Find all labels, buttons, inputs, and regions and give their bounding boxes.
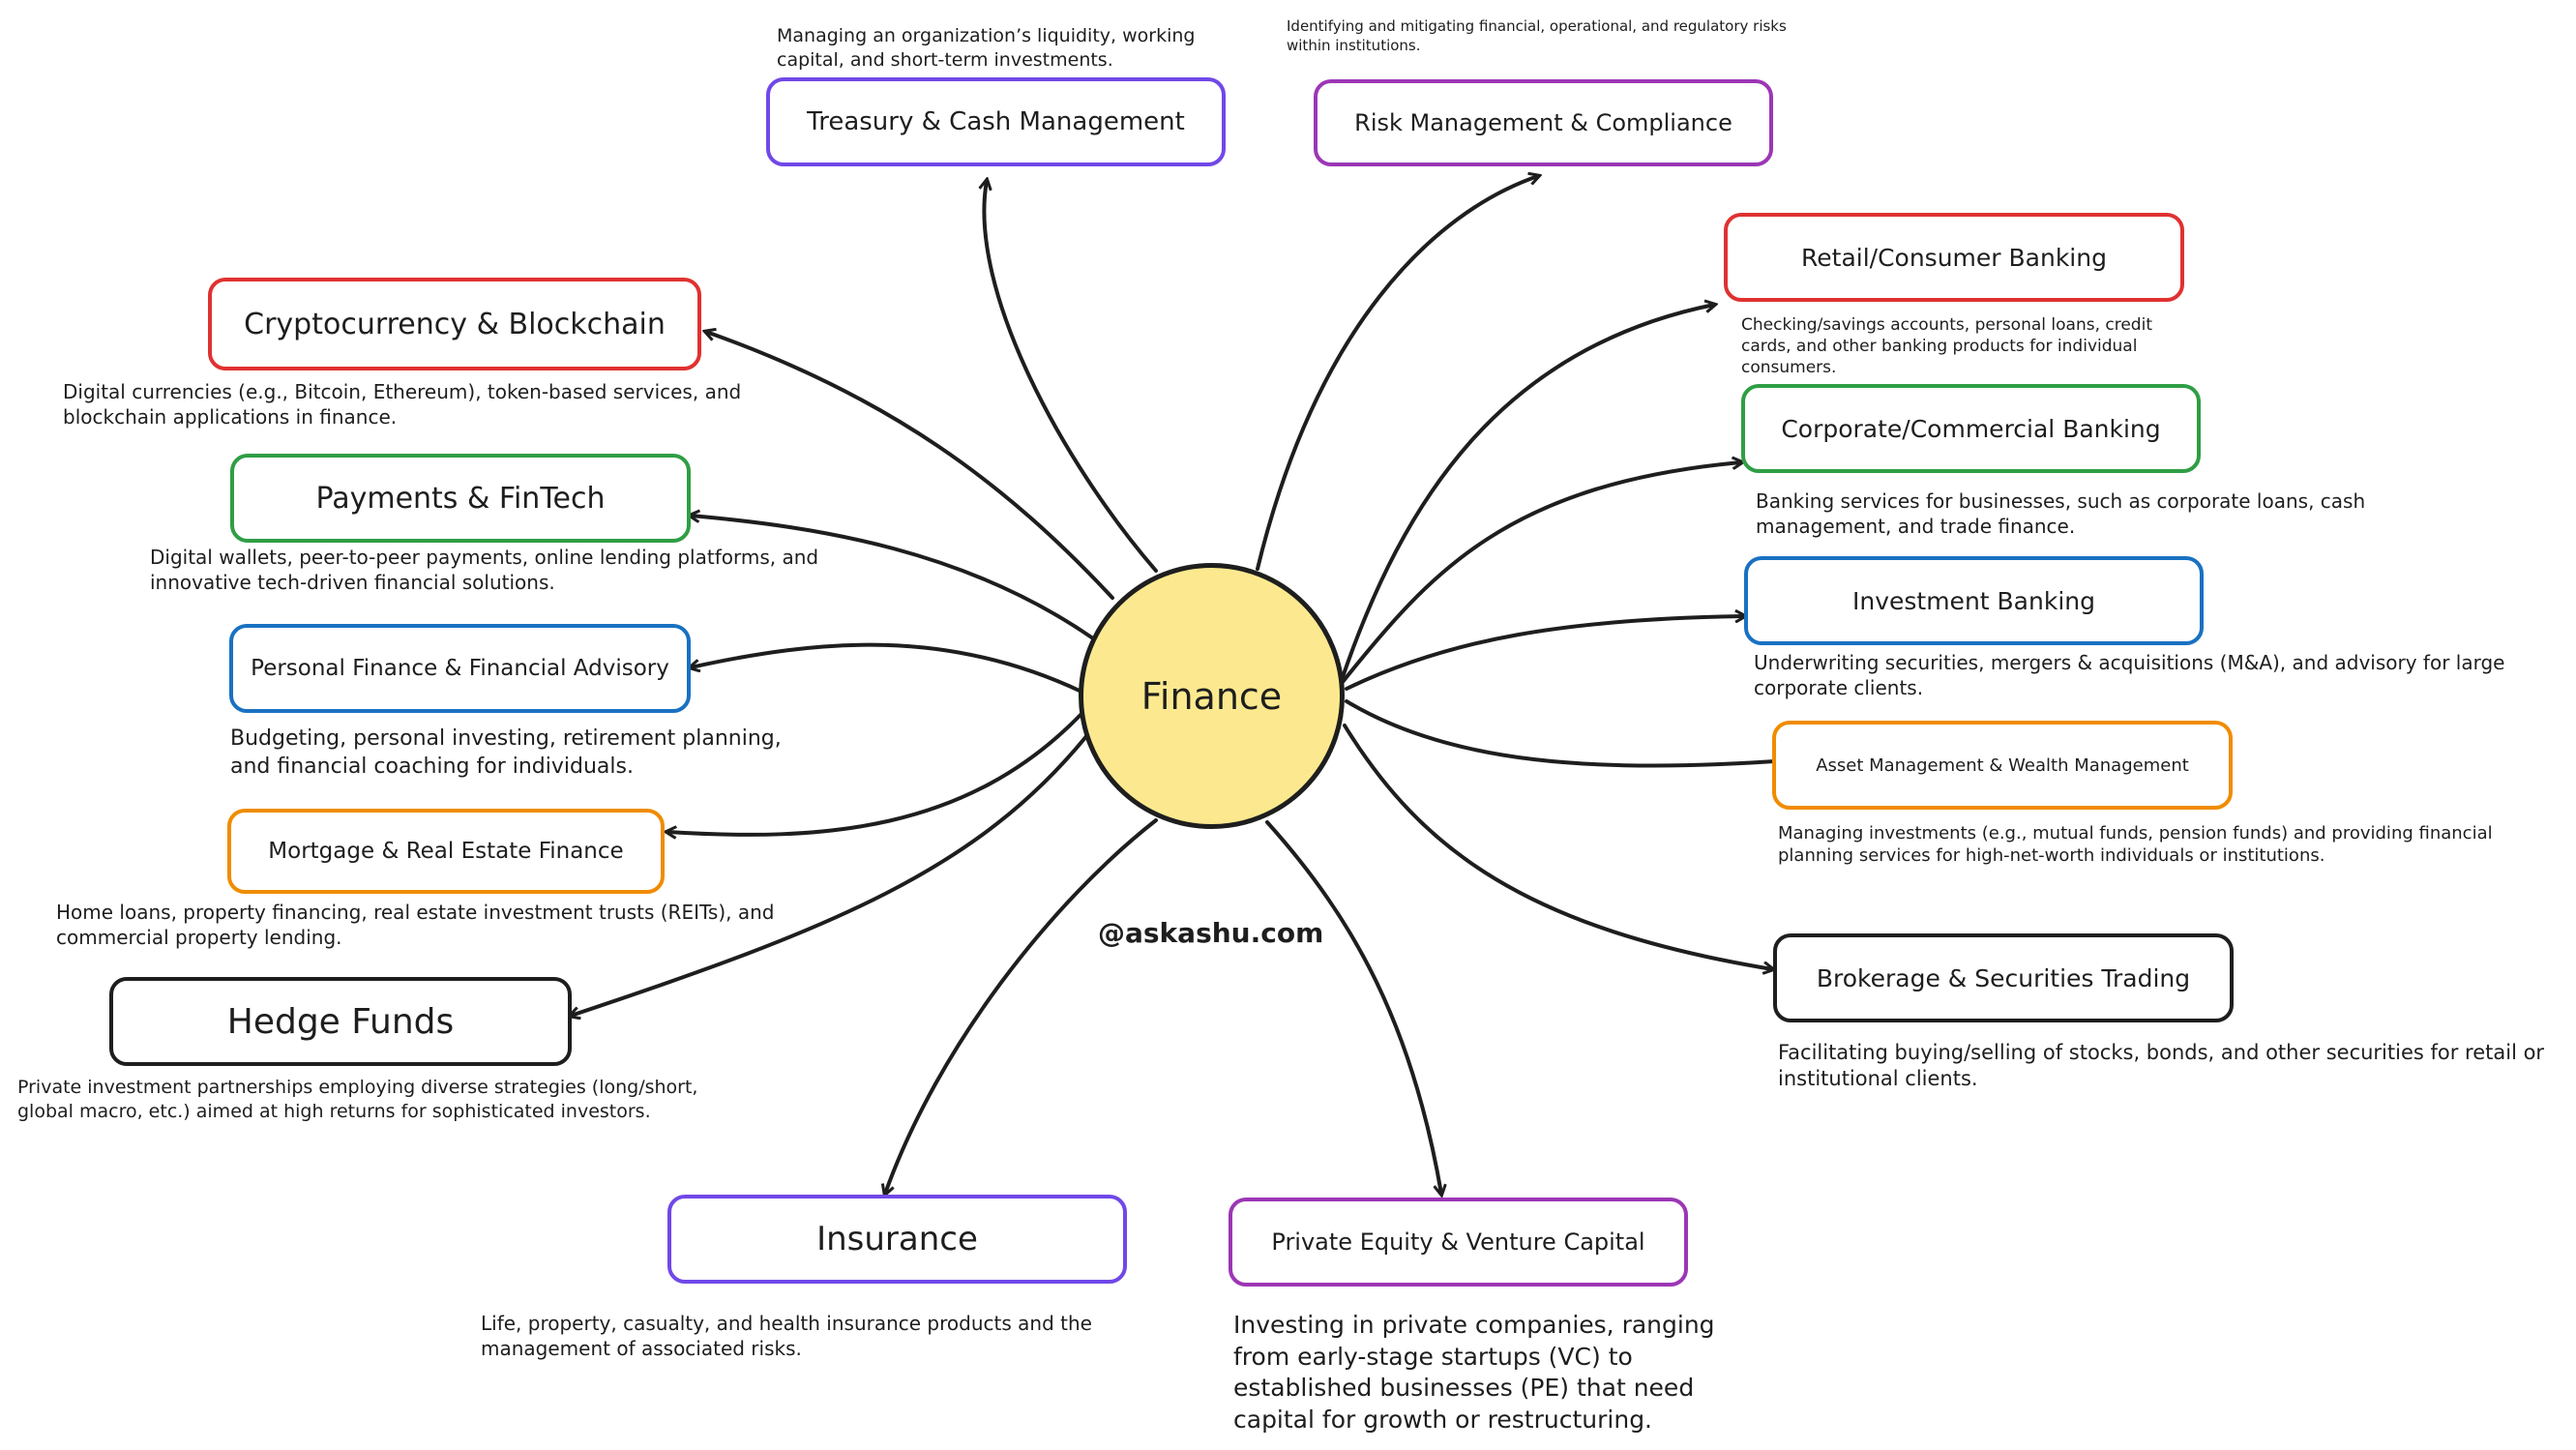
arrow-mortgage xyxy=(667,712,1083,835)
desc-insurance: Life, property, casualty, and health ins… xyxy=(481,1312,1092,1360)
arrow-treasury xyxy=(984,181,1158,573)
arrow-retail xyxy=(1341,305,1714,679)
arrow-pevc xyxy=(1265,820,1441,1194)
arrow-payments xyxy=(691,516,1095,640)
desc-treasury: Managing an organization’s liquidity, wo… xyxy=(777,25,1196,71)
node-corporate: Corporate/Commercial Banking xyxy=(1741,384,2201,473)
desc-investment: Underwriting securities, mergers & acqui… xyxy=(1754,651,2505,699)
desc-brokerage: Facilitating buying/selling of stocks, b… xyxy=(1778,1041,2545,1091)
desc-corporate: Banking services for businesses, such as… xyxy=(1756,489,2366,538)
desc-asset: Managing investments (e.g., mutual funds… xyxy=(1778,823,2493,867)
desc-pevc: Investing in private companies, ranging … xyxy=(1233,1311,1715,1434)
node-retail: Retail/Consumer Banking xyxy=(1724,213,2184,302)
desc-payments: Digital wallets, peer-to-peer payments, … xyxy=(150,546,819,594)
desc-risk: Identifying and mitigating financial, op… xyxy=(1287,17,1787,54)
arrow-personal xyxy=(691,642,1083,694)
arrow-brokerage xyxy=(1343,724,1772,969)
desc-hedge: Private investment partnerships employin… xyxy=(17,1077,698,1122)
arrow-corporate xyxy=(1341,462,1741,684)
desc-retail: Checking/savings accounts, personal loan… xyxy=(1741,315,2152,378)
finance-center-node: Finance xyxy=(1079,563,1345,829)
node-brokerage: Brokerage & Securities Trading xyxy=(1773,933,2234,1022)
arrow-insurance xyxy=(885,818,1158,1194)
arrow-asset xyxy=(1345,699,1790,766)
node-insurance: Insurance xyxy=(667,1195,1127,1284)
node-mortgage: Mortgage & Real Estate Finance xyxy=(227,809,665,894)
node-crypto: Cryptocurrency & Blockchain xyxy=(208,278,701,370)
node-investment: Investment Banking xyxy=(1744,556,2204,645)
arrow-crypto xyxy=(706,332,1114,600)
node-risk: Risk Management & Compliance xyxy=(1314,79,1773,166)
arrow-risk xyxy=(1256,176,1538,571)
node-personal: Personal Finance & Financial Advisory xyxy=(229,624,691,713)
desc-crypto: Digital currencies (e.g., Bitcoin, Ether… xyxy=(63,380,742,429)
arrow-investment xyxy=(1345,616,1744,691)
node-pevc: Private Equity & Venture Capital xyxy=(1229,1198,1688,1287)
arrow-hedge xyxy=(571,733,1089,1016)
node-hedge: Hedge Funds xyxy=(109,977,572,1066)
node-asset: Asset Management & Wealth Management xyxy=(1772,721,2233,810)
watermark-text: @askashu.com xyxy=(1098,917,1324,949)
desc-personal: Budgeting, personal investing, retiremen… xyxy=(230,726,782,779)
node-payments: Payments & FinTech xyxy=(230,454,691,543)
desc-mortgage: Home loans, property financing, real est… xyxy=(56,901,775,949)
node-treasury: Treasury & Cash Management xyxy=(766,77,1226,166)
